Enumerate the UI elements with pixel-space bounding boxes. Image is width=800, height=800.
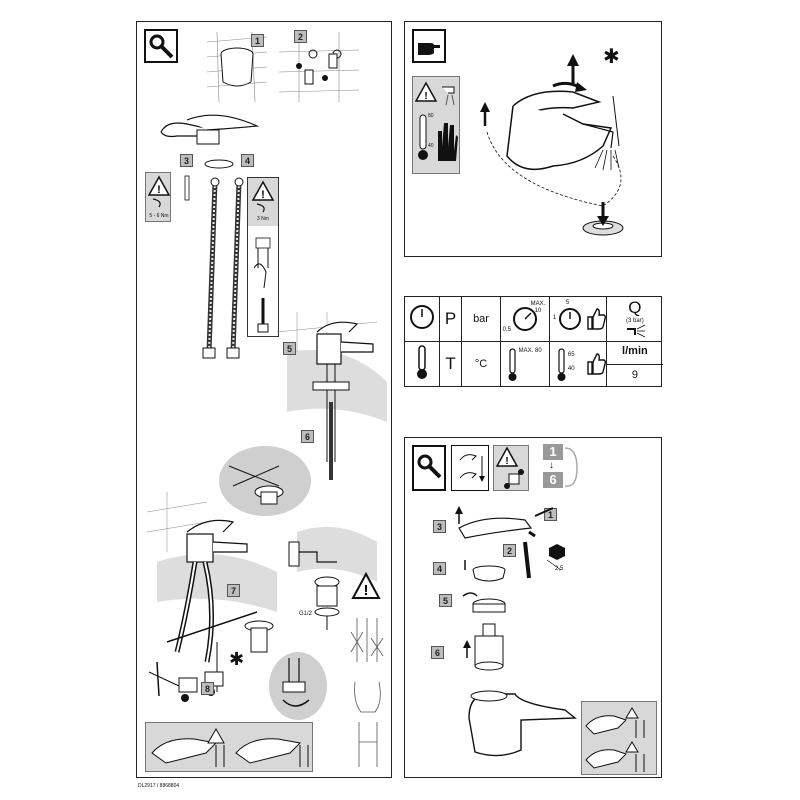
shutoff-icon-box (451, 445, 489, 491)
step-badge-5: 5 (283, 342, 296, 355)
shower-spray-icon (626, 324, 646, 338)
flow-value: 9 (631, 369, 638, 381)
operation-panel: ! 80 40 ✱ (404, 21, 662, 257)
flow-condition: (3 bar) (626, 318, 644, 324)
torque-label-a: 5 - 6 Nm (149, 213, 169, 219)
step-badge-6: 6 (301, 430, 314, 443)
temp-recommended-cell: 65 40 (548, 341, 607, 387)
range-from-badge: 1 (543, 444, 563, 460)
torque-warning-box-2: ! 3 Nm (247, 177, 279, 337)
m-step-badge-2: 2 (503, 544, 516, 557)
faucet-plumbing-illustration (146, 492, 277, 692)
m-step-badge-4: 4 (433, 562, 446, 575)
cold-water-icon: ✱ (229, 649, 245, 669)
pressure-max-value: 10 (534, 308, 542, 314)
flex-hoses-illustration (184, 175, 244, 359)
temp-rec-low: 40 (567, 366, 575, 372)
pressure-range-cell: MAX. 10 0,5 (499, 296, 550, 342)
torque-label-b: 3 Nm (257, 216, 269, 222)
maintenance-panel: ! 1 ↓ 6 1 2 3 4 5 6 (404, 437, 662, 778)
wrench-icon-2 (412, 445, 446, 491)
step-badge-7: 7 (227, 584, 240, 597)
pressure-rec-top: 5 (565, 300, 570, 306)
pressure-rec-left: 1 (552, 315, 557, 321)
pressure-min-value: 0,5 (502, 327, 511, 333)
hot-water-warning-box: ! 80 40 (412, 76, 460, 174)
drain-assembly-illustration (288, 526, 377, 630)
svg-text:!: ! (261, 189, 265, 201)
range-to-badge: 6 (543, 472, 563, 488)
hose-connect-detail-circle (269, 652, 327, 720)
range-arrow-icon: ↓ (549, 460, 554, 471)
handle-position-box (581, 701, 657, 775)
thermometer-icon (404, 341, 440, 387)
flow-value-cell: l/min 9 (605, 341, 663, 387)
cold-water-icon-2: ✱ (603, 46, 620, 68)
handle-operation-box (145, 722, 313, 772)
svg-text:!: ! (505, 456, 508, 467)
step-badge-1: 1 (251, 34, 264, 47)
pressure-recommended-cell: 5 1 (548, 296, 607, 342)
maintenance-warning-box: ! (493, 445, 529, 491)
valve-close-illustration (148, 661, 224, 702)
wrench-icon (144, 29, 178, 63)
step-badge-3: 3 (180, 154, 193, 167)
temp-scale-bottom: 40 (428, 143, 434, 149)
m-step-badge-3: 3 (433, 520, 446, 533)
step-badge-8: 8 (201, 682, 214, 695)
temp-symbol: T (438, 341, 463, 387)
step-badge-2: 2 (294, 30, 307, 43)
pressure-max-label: MAX. (530, 301, 546, 307)
installation-panel: 1 2 3 4 ! 5 - 6 Nm (136, 21, 392, 778)
warning-triangle-icon: ! (351, 571, 381, 599)
temp-unit: °C (461, 341, 501, 387)
svg-text:!: ! (424, 91, 427, 102)
flow-header-cell: Q (3 bar) (605, 296, 663, 342)
cartridge-exploded-illustration (455, 506, 577, 757)
svg-text:!: ! (157, 184, 161, 196)
return-arrow-icon (564, 447, 578, 487)
document-code: DL2917 / 8868804 (138, 783, 180, 789)
step-badge-4: 4 (241, 154, 254, 167)
temp-max-label: MAX. 80 (518, 348, 542, 354)
svg-text:!: ! (364, 582, 369, 599)
flow-unit: l/min (622, 345, 648, 357)
angle-valves-illustration (278, 32, 360, 102)
wall-grid-illustration (206, 31, 268, 103)
torque-warning-box: ! 5 - 6 Nm (145, 172, 171, 222)
hand-pointer-icon (412, 29, 446, 63)
temp-max-cell: MAX. 80 (499, 341, 550, 387)
drain-detail-circle (219, 446, 311, 516)
pressure-gauge-icon (404, 296, 440, 342)
temp-scale-top: 80 (428, 113, 434, 119)
faucet-exploded-illustration (160, 114, 260, 169)
faucet-operation-illustration (480, 54, 624, 236)
faucet-mounted-illustration (276, 312, 387, 480)
m-step-badge-6: 6 (431, 646, 444, 659)
thumbs-up-icon-2 (587, 353, 606, 375)
thumbs-up-icon (587, 308, 606, 330)
m-step-badge-5: 5 (439, 594, 452, 607)
specs-table: P bar MAX. 10 0,5 5 1 (404, 296, 663, 387)
hose-routing-diagrams (350, 618, 384, 767)
pressure-symbol: P (438, 296, 463, 342)
pressure-unit: bar (461, 296, 501, 342)
thread-label: G1/2 (299, 611, 313, 617)
flow-symbol: Q (628, 298, 642, 317)
hex-size-label: 2,5 (555, 566, 564, 572)
temp-rec-high: 65 (567, 352, 575, 358)
